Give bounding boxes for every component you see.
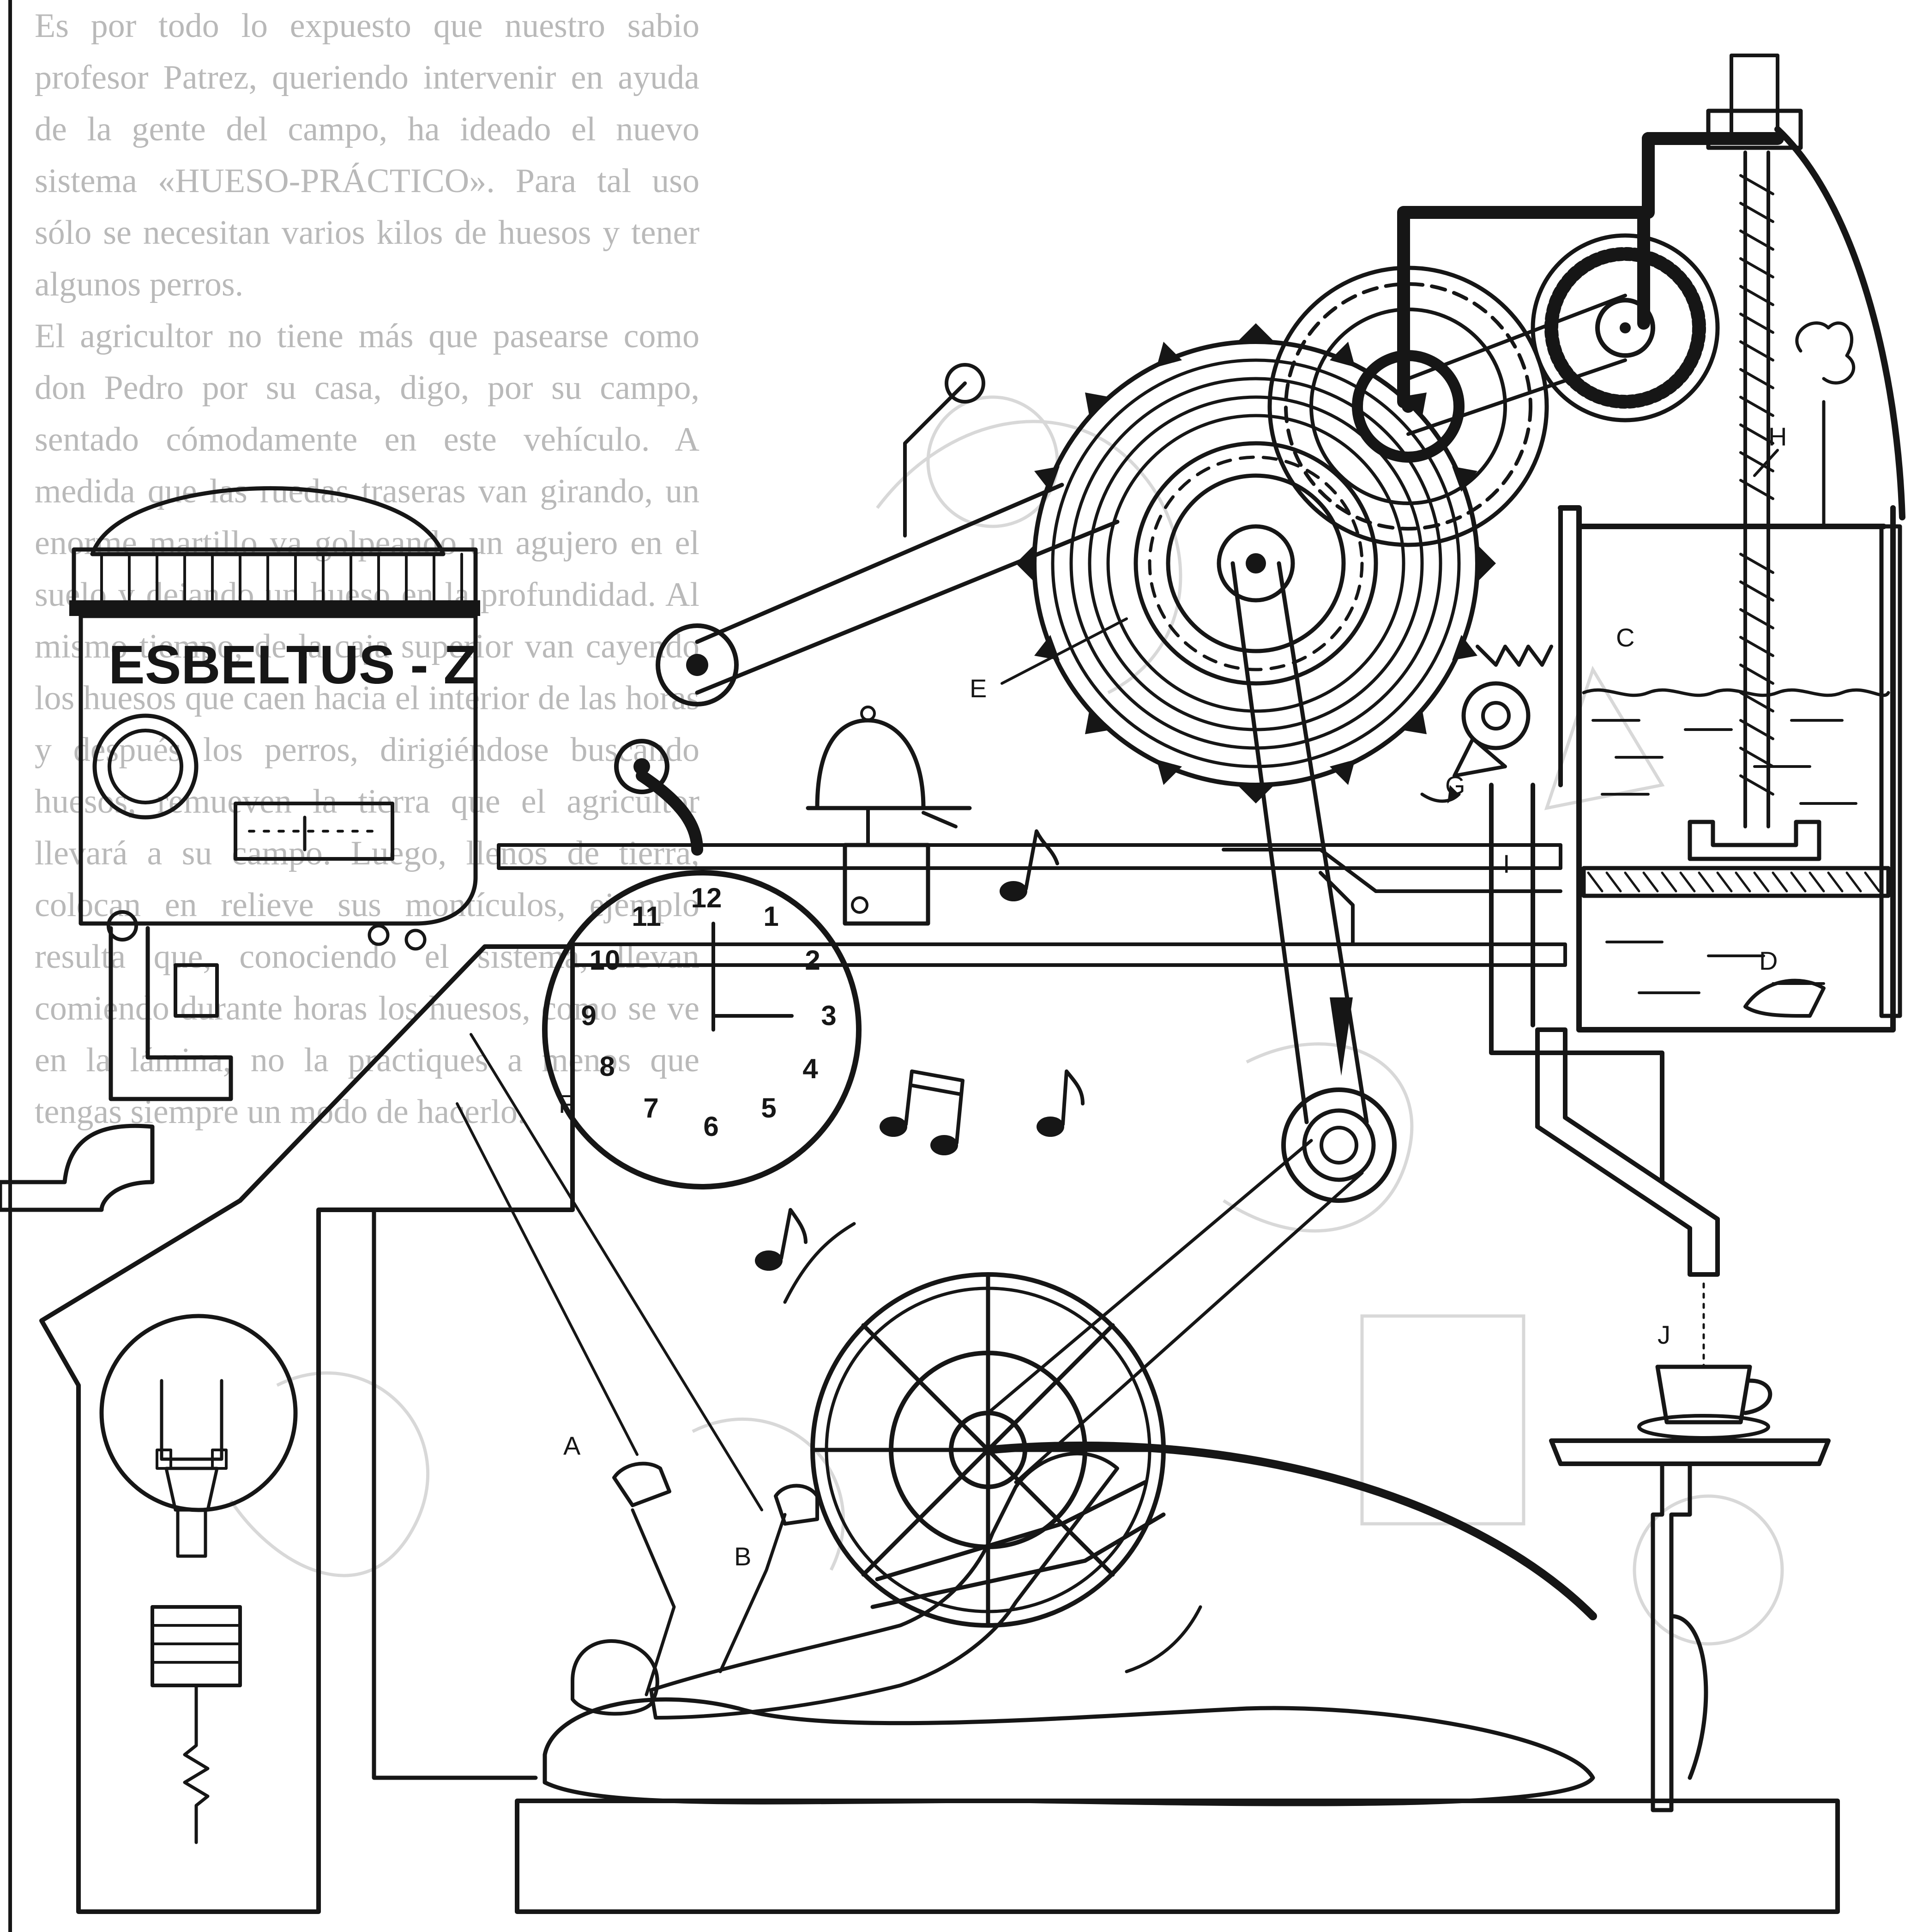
label-g: G: [1445, 771, 1465, 800]
knob-1: [368, 924, 390, 946]
screw-column: [1706, 54, 1905, 828]
label-d: D: [1759, 946, 1778, 975]
label-e: E: [970, 674, 987, 703]
grille-slats: [100, 553, 463, 606]
hand-b: [774, 1484, 819, 1526]
upper-gears: [1267, 132, 1784, 547]
wheel-hub: [1217, 524, 1295, 603]
drive-pulleys: [614, 363, 985, 856]
clock-num-9: 9: [581, 1000, 596, 1031]
side-table: [1549, 1438, 1831, 1466]
music-note-icon: [1000, 829, 1059, 901]
gauge-inner: [108, 729, 183, 804]
saw-teeth: [1016, 323, 1496, 803]
dotted-panel: [234, 802, 394, 861]
clock-face: [542, 870, 862, 1189]
hand-a: [612, 1461, 671, 1507]
knob-2: [404, 929, 427, 951]
clock-num-11: 11: [632, 901, 661, 932]
music-note-icon: [755, 1208, 808, 1271]
clock-num-4: 4: [802, 1053, 818, 1084]
floor-base: [515, 1697, 1840, 1914]
label-i: I: [1503, 849, 1510, 878]
vent-box: [174, 963, 219, 1018]
label-h: H: [1768, 422, 1787, 451]
label-j: J: [1658, 1320, 1670, 1349]
clock-num-3: 3: [821, 1000, 836, 1031]
main-frame: [497, 783, 1720, 1221]
part-labels: A B C D E F G H I J: [559, 422, 1787, 1571]
hammer-mechanism: [1420, 645, 1553, 803]
inner-gear: [1133, 441, 1378, 686]
article-paragraph-2: El agricultor no tiene más que pasearse …: [35, 317, 699, 1131]
knob-left: [107, 910, 138, 942]
clock-num-12: 12: [691, 882, 722, 913]
pedal-wheel: [783, 1222, 1597, 1673]
elbow-pipe: [0, 1123, 155, 1212]
clock: 12 1 2 3 4 5 6 7 8 9 10 11: [542, 870, 862, 1189]
grille-base-band: [69, 600, 480, 616]
person-head: [571, 1639, 659, 1716]
label-f: F: [559, 1089, 574, 1118]
gear-hub-right: [1595, 298, 1655, 358]
brand-name: ESBELTUS - Z: [109, 634, 477, 695]
background-bleed-drawing: [229, 395, 1784, 1646]
bone-in-tank: [1743, 978, 1826, 1018]
drain-and-cup: [1535, 1027, 1831, 1812]
clock-num-8: 8: [599, 1051, 615, 1082]
music-note-icon: [880, 1069, 965, 1155]
clock-numerals: 12 1 2 3 4 5 6 7 8 9 10 11: [581, 882, 836, 1142]
lower-cabinet: [39, 944, 575, 1914]
bulb-globe: [99, 1314, 298, 1512]
clock-num-2: 2: [805, 945, 820, 976]
clock-num-10: 10: [590, 945, 621, 976]
article-paragraph-1: Es por todo lo expuesto que nuestro sabi…: [35, 7, 699, 303]
label-c: C: [1616, 623, 1634, 652]
cabinet: [78, 614, 478, 926]
music-note-icon: [1037, 1069, 1085, 1137]
music-notes: [755, 829, 1085, 1271]
esbeltus-machine-body: ESBELTUS - Z: [0, 486, 480, 1212]
lower-pulley: [1281, 1087, 1397, 1203]
saucer: [1637, 1414, 1770, 1440]
bell: [806, 706, 972, 926]
label-b: B: [734, 1542, 751, 1571]
clock-num-5: 5: [761, 1093, 776, 1123]
inlet-pipe: [109, 926, 233, 1101]
dome-top: [90, 486, 446, 556]
cup: [1655, 1364, 1752, 1425]
coil-box: [151, 1605, 242, 1687]
water-tanks: [1558, 505, 1902, 1032]
gauge-outer: [92, 713, 199, 820]
drive-belts: [456, 483, 1369, 1511]
article-text: Es por todo lo expuesto que nuestro sabi…: [35, 0, 699, 1182]
clock-num-7: 7: [643, 1093, 658, 1123]
clock-num-1: 1: [763, 901, 778, 932]
bell-box: [843, 843, 930, 926]
label-a: A: [563, 1431, 581, 1460]
clock-num-6: 6: [703, 1111, 718, 1142]
